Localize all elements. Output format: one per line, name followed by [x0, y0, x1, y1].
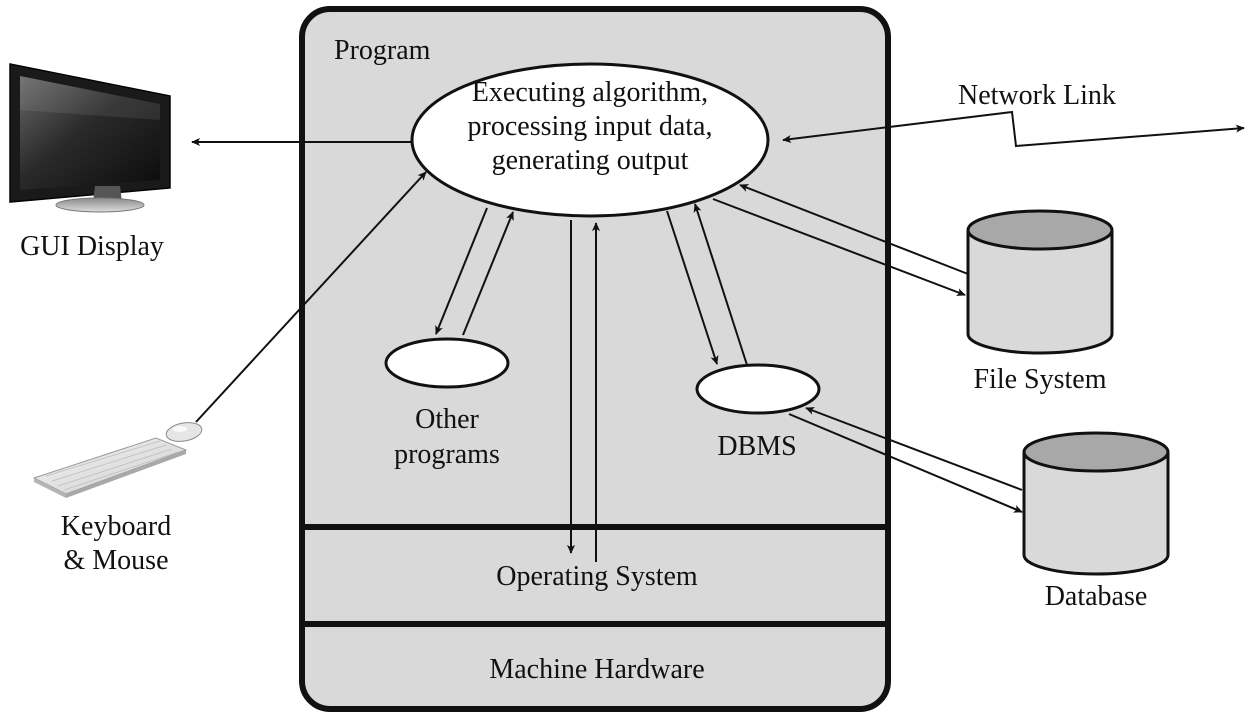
arrow-core-to-dbms — [666, 210, 719, 365]
arrow-database-to-dbms — [805, 407, 1023, 491]
arrow-other-programs-to-core — [462, 211, 514, 336]
database-label: Database — [1045, 581, 1148, 612]
network-link-line — [782, 110, 1245, 148]
core-process-ellipse — [410, 62, 770, 218]
gui-display-node: GUI Display — [9, 63, 171, 262]
arrow-dbms-to-database — [788, 413, 1023, 513]
core-process-line-2: processing input data, — [468, 111, 713, 142]
keyboard-mouse-line-2: & Mouse — [64, 545, 169, 576]
program-label: Program — [334, 35, 431, 66]
arrow-file-system-to-core — [739, 184, 969, 275]
core-process-line-1: Executing algorithm, — [472, 77, 708, 108]
keyboard-mouse-node: Keyboard & Mouse — [32, 422, 203, 576]
arrow-keyboard-to-core — [195, 171, 427, 423]
machine-hardware-label: Machine Hardware — [489, 654, 704, 685]
other-programs-ellipse — [384, 337, 510, 389]
operating-system-label: Operating System — [496, 561, 698, 592]
other-programs-line-1: Other — [415, 404, 479, 435]
file-system-cylinder-icon — [966, 209, 1114, 355]
mouse-icon — [165, 422, 203, 442]
dbms-label: DBMS — [717, 431, 796, 462]
other-programs-line-2: programs — [394, 439, 500, 470]
dbms-node: DBMS — [695, 363, 821, 462]
file-system-label: File System — [973, 364, 1106, 395]
network-link-label: Network Link — [958, 80, 1116, 111]
database-cylinder-icon — [1022, 431, 1170, 576]
core-process-line-3: generating output — [492, 145, 689, 176]
arrow-core-to-other-programs — [435, 207, 488, 335]
database-node: Database — [1022, 431, 1170, 612]
core-process-node: Executing algorithm, processing input da… — [410, 62, 770, 218]
dbms-ellipse — [695, 363, 821, 415]
other-programs-node: Other programs — [384, 337, 510, 470]
computer-panel: Program Executing algorithm, processing … — [299, 6, 891, 712]
keyboard-mouse-line-1: Keyboard — [61, 511, 171, 542]
arrow-core-to-file-system — [712, 198, 966, 296]
keyboard-icon — [32, 437, 188, 498]
gui-display-label: GUI Display — [20, 231, 164, 262]
arrow-dbms-to-core — [693, 203, 748, 366]
file-system-node: File System — [966, 209, 1114, 395]
monitor-icon — [9, 63, 171, 213]
